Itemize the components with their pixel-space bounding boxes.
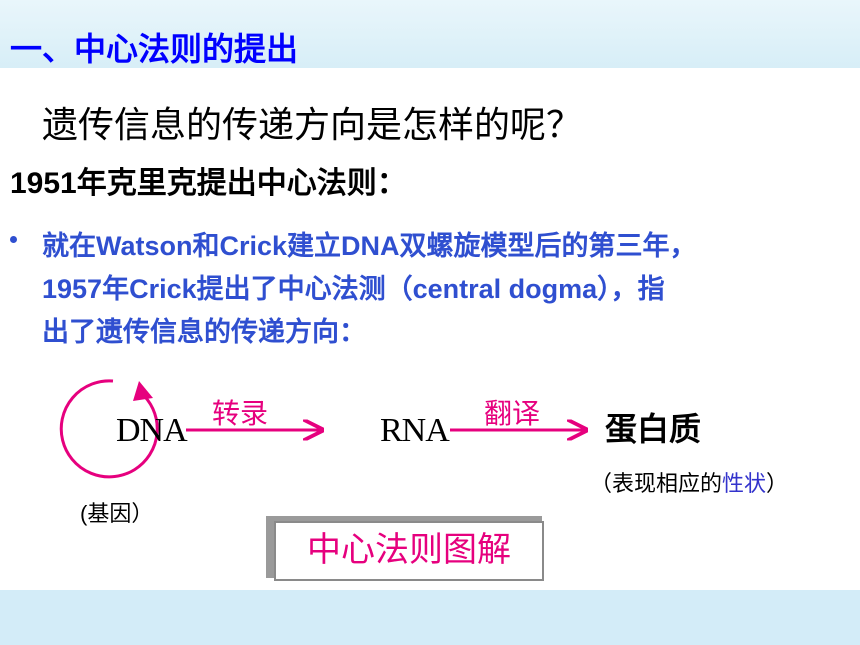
trait-note: （表现相应的性状） (590, 466, 788, 498)
bullet-line: 出了遗传信息的传递方向： (42, 317, 366, 347)
rna-label: RNA (380, 412, 450, 449)
header-band (0, 0, 860, 68)
bullet-icon (10, 236, 17, 243)
footer-band (0, 590, 860, 645)
central-dogma-diagram-button[interactable]: 中心法则图解 (274, 521, 544, 581)
bullet-line: 1957年Crick提出了中心法测（central dogma），指 (42, 274, 665, 304)
trait-note-suffix: ） (766, 471, 789, 496)
protein-label: 蛋白质 (605, 411, 702, 447)
replication-loop-arrowhead-icon (133, 381, 153, 401)
section-title: 一、中心法则的提出 (10, 31, 299, 67)
dna-label: DNA (116, 412, 188, 449)
gene-note: (基因） (80, 501, 154, 526)
replication-loop-arrow (59, 379, 159, 479)
trait-note-prefix: （表现相应的 (590, 471, 723, 496)
translation-label: 翻译 (484, 398, 541, 429)
subheading: 1951年克里克提出中心法则： (10, 167, 407, 200)
bullet-paragraph: 就在Watson和Crick建立DNA双螺旋模型后的第三年， 1957年Cric… (42, 225, 842, 354)
transcription-label: 转录 (212, 398, 269, 429)
trait-note-highlight: 性状 (722, 471, 767, 496)
bullet-line: 就在Watson和Crick建立DNA双螺旋模型后的第三年， (42, 231, 697, 261)
question-text: 遗传信息的传递方向是怎样的呢？ (42, 105, 583, 146)
